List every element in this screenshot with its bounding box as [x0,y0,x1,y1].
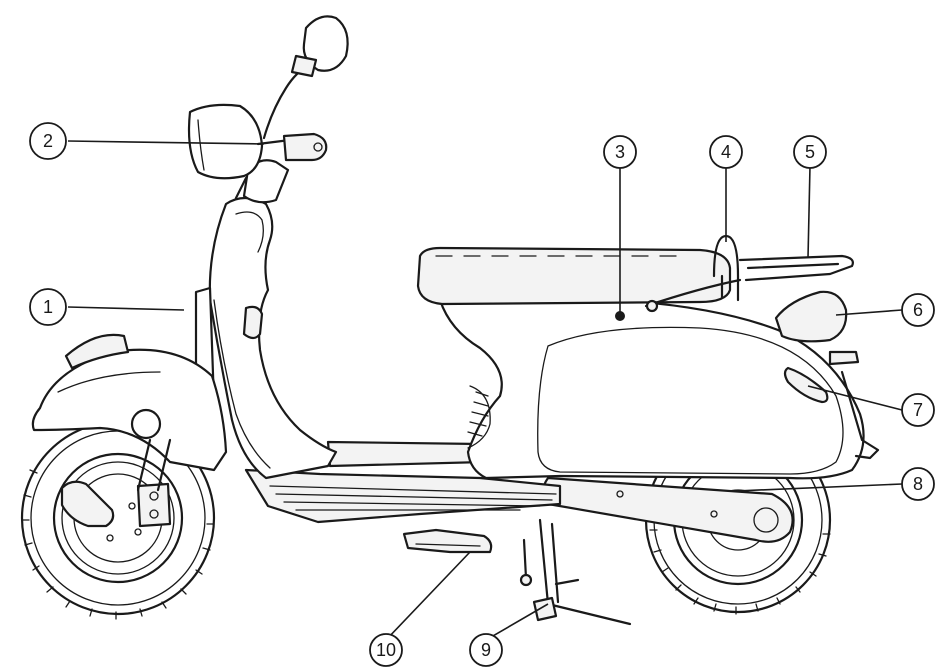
callout-10: 10 [369,633,403,667]
callout-number: 7 [913,400,923,420]
leader-line-6 [835,309,903,316]
callout-number: 2 [43,131,53,151]
callout-circle [901,293,935,327]
callout-number: 8 [913,474,923,494]
side-stand [402,518,632,626]
front-handlebar [187,15,349,204]
leader-line-7 [807,385,903,411]
callout-number: 6 [913,300,923,320]
callout-number: 10 [376,640,396,660]
callout-2: 2 [29,122,67,160]
leader-lines [67,140,903,641]
leader-line-8 [735,483,903,492]
callout-6: 6 [901,293,935,327]
callout-circle [709,135,743,169]
leader-line-2 [67,140,265,145]
callout-circle [29,122,67,160]
tail-light [774,290,860,366]
callout-number: 4 [721,142,731,162]
front-fender [31,333,228,492]
callout-8: 8 [901,467,935,501]
callout-4: 4 [709,135,743,169]
callout-circle [901,393,935,427]
callout-circle [603,135,637,169]
callout-number: 3 [615,142,625,162]
leader-dot-3 [615,311,625,321]
callout-circle [901,467,935,501]
footboard [244,440,562,524]
callout-7: 7 [901,393,935,427]
callout-circle [469,633,503,667]
front-wheel [20,420,216,620]
leader-line-5 [807,165,811,259]
callout-circle [369,633,403,667]
rear-body [438,296,880,480]
callout-9: 9 [469,633,503,667]
callout-3: 3 [603,135,637,169]
leader-line-9 [485,603,549,641]
callout-5: 5 [793,135,827,169]
callout-number: 5 [805,142,815,162]
seat [416,246,732,306]
callout-circle [793,135,827,169]
leader-line-10 [385,551,471,641]
callout-number: 9 [481,640,491,660]
callout-number: 1 [43,297,53,317]
callout-1: 1 [29,288,67,326]
callout-circle [29,288,67,326]
leader-line-1 [67,306,185,311]
